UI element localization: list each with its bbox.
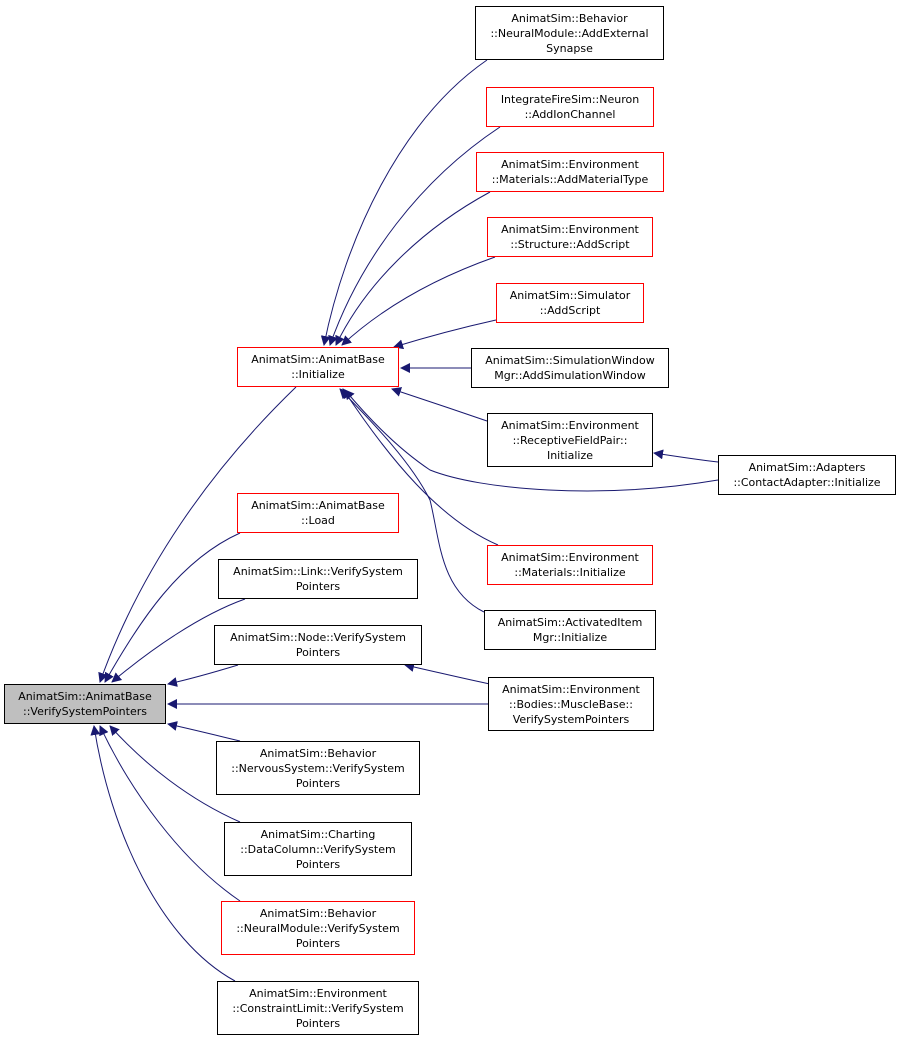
node-constraint-limit-verify[interactable]: AnimatSim::Environment ::ConstraintLimit… [217,981,419,1035]
node-label-line: AnimatSim::Node::VerifySystem [230,631,406,644]
edge-contact-adapter-init-to-receptive-field-pair-init [653,449,719,463]
node-label-line: AnimatSim::SimulationWindow [485,354,655,367]
node-add-ion-channel[interactable]: IntegrateFireSim::Neuron ::AddIonChannel [486,87,654,127]
node-label-line: ::AddScript [539,304,601,317]
node-label-line: AnimatSim::Environment [501,223,639,236]
edge-materials-init-to-initialize [342,388,499,546]
node-initialize[interactable]: AnimatSim::AnimatBase ::Initialize [237,347,399,387]
node-muscle-base-verify[interactable]: AnimatSim::Environment ::Bodies::MuscleB… [488,677,654,731]
node-label-line: ::ContactAdapter::Initialize [733,476,881,489]
node-neural-module-verify[interactable]: AnimatSim::Behavior ::NeuralModule::Veri… [221,901,415,955]
node-label-line: AnimatSim::Behavior [511,11,628,25]
node-link-verify[interactable]: AnimatSim::Link::VerifySystem Pointers [218,559,418,599]
node-label-line: Initialize [546,448,594,462]
edge-simulator-add-script-to-initialize [393,319,497,350]
node-contact-adapter-initialize[interactable]: AnimatSim::Adapters ::ContactAdapter::In… [718,455,896,495]
node-load[interactable]: AnimatSim::AnimatBase ::Load [237,493,399,533]
node-label-line: AnimatSim::Behavior [259,746,377,760]
node-label-line: AnimatSim::AnimatBase [251,499,385,512]
edge-receptive-field-pair-init-to-initialize [391,387,488,422]
node-label-line: ::Structure::AddScript [510,238,630,251]
edge-add-ion-channel-to-initialize [328,126,501,346]
edge-link-verify-to-verify-root [111,598,246,683]
node-label-line: ::Materials::AddMaterialType [491,173,649,186]
edge-data-column-verify-to-verify-root [109,725,241,823]
node-label-line: AnimatSim::Environment [249,986,387,1000]
node-simulator-add-script[interactable]: AnimatSim::Simulator ::AddScript [496,283,644,323]
edge-structure-add-script-to-initialize [341,256,496,346]
edge-activated-item-mgr-init-to-initialize [339,388,485,613]
node-label-line: AnimatSim::Environment [501,418,639,432]
node-data-column-verify[interactable]: AnimatSim::Charting ::DataColumn::Verify… [224,822,412,876]
node-label-line: AnimatSim::Behavior [259,906,377,920]
node-nervous-system-verify[interactable]: AnimatSim::Behavior ::NervousSystem::Ver… [216,741,420,795]
node-label-line: Pointers [295,646,341,659]
node-label-line: Mgr::Initialize [532,631,608,644]
node-label-line: AnimatSim::Adapters [748,461,866,474]
node-receptive-field-pair-initialize[interactable]: AnimatSim::Environment ::ReceptiveFieldP… [487,413,653,467]
node-label-line: Mgr::AddSimulationWindow [494,369,646,382]
node-structure-add-script[interactable]: AnimatSim::Environment ::Structure::AddS… [487,217,653,257]
edge-muscle-base-verify-to-node-verify [404,662,491,685]
node-label-line: ::AddIonChannel [524,108,616,121]
node-label-line: ::Initialize [291,368,345,381]
node-label-line: Pointers [295,776,341,790]
node-materials-initialize[interactable]: AnimatSim::Environment ::Materials::Init… [487,545,653,585]
node-label-line: AnimatSim::AnimatBase [251,353,385,366]
node-label-line: AnimatSim::Link::VerifySystem [233,565,403,578]
edge-constraint-limit-verify-to-verify-root [90,725,236,982]
node-label-line: AnimatSim::Simulator [509,289,631,302]
node-label-line: AnimatSim::ActivatedItem [497,616,643,629]
node-add-simulation-window[interactable]: AnimatSim::SimulationWindow Mgr::AddSimu… [471,348,669,388]
node-label-line: AnimatSim::AnimatBase [18,690,152,703]
edge-node-verify-to-verify-root [167,664,239,687]
edge-contact-adapter-init-to-initialize [344,389,719,492]
node-label-line: ::VerifySystemPointers [23,705,147,718]
node-node-verify[interactable]: AnimatSim::Node::VerifySystem Pointers [214,625,422,665]
node-label-line: AnimatSim::Environment [502,682,640,696]
node-label-line: Pointers [295,936,341,950]
node-add-material-type[interactable]: AnimatSim::Environment ::Materials::AddM… [476,152,664,192]
node-label-line: Pointers [295,857,341,871]
node-label-line: AnimatSim::Environment [501,551,639,564]
node-label-line: ::NeuralModule::VerifySystem [236,921,400,935]
node-label-line: ::NervousSystem::VerifySystem [231,761,405,775]
node-label-line: ::Materials::Initialize [514,566,626,579]
node-label-line: ::Bodies::MuscleBase:: [509,697,633,711]
edge-add-material-type-to-initialize [335,191,491,346]
node-label-line: ::ReceptiveFieldPair:: [512,433,628,447]
node-label-line: ::DataColumn::VerifySystem [240,842,396,856]
edge-add-external-synapse-to-initialize [320,59,488,346]
node-label-line: AnimatSim::Charting [260,827,376,841]
node-verify-root: AnimatSim::AnimatBase ::VerifySystemPoin… [4,684,166,724]
node-label-line: Pointers [295,580,341,593]
node-label-line: IntegrateFireSim::Neuron [500,93,640,106]
edge-initialize-to-verify-root [98,386,297,683]
node-label-line: ::Load [301,514,335,527]
node-label-line: VerifySystemPointers [512,712,630,726]
edge-neural-module-verify-to-verify-root [99,725,241,902]
node-label-line: AnimatSim::Environment [501,158,639,171]
node-label-line: Synapse [546,41,593,55]
node-activated-item-mgr-initialize[interactable]: AnimatSim::ActivatedItem Mgr::Initialize [484,610,656,650]
node-label-line: ::ConstraintLimit::VerifySystem [232,1001,404,1015]
edge-nervous-system-verify-to-verify-root [167,721,241,742]
node-label-line: ::NeuralModule::AddExternal [490,26,649,40]
edge-load-to-verify-root [104,532,241,683]
node-add-external-synapse[interactable]: AnimatSim::Behavior ::NeuralModule::AddE… [475,6,664,60]
node-label-line: Pointers [295,1016,341,1030]
